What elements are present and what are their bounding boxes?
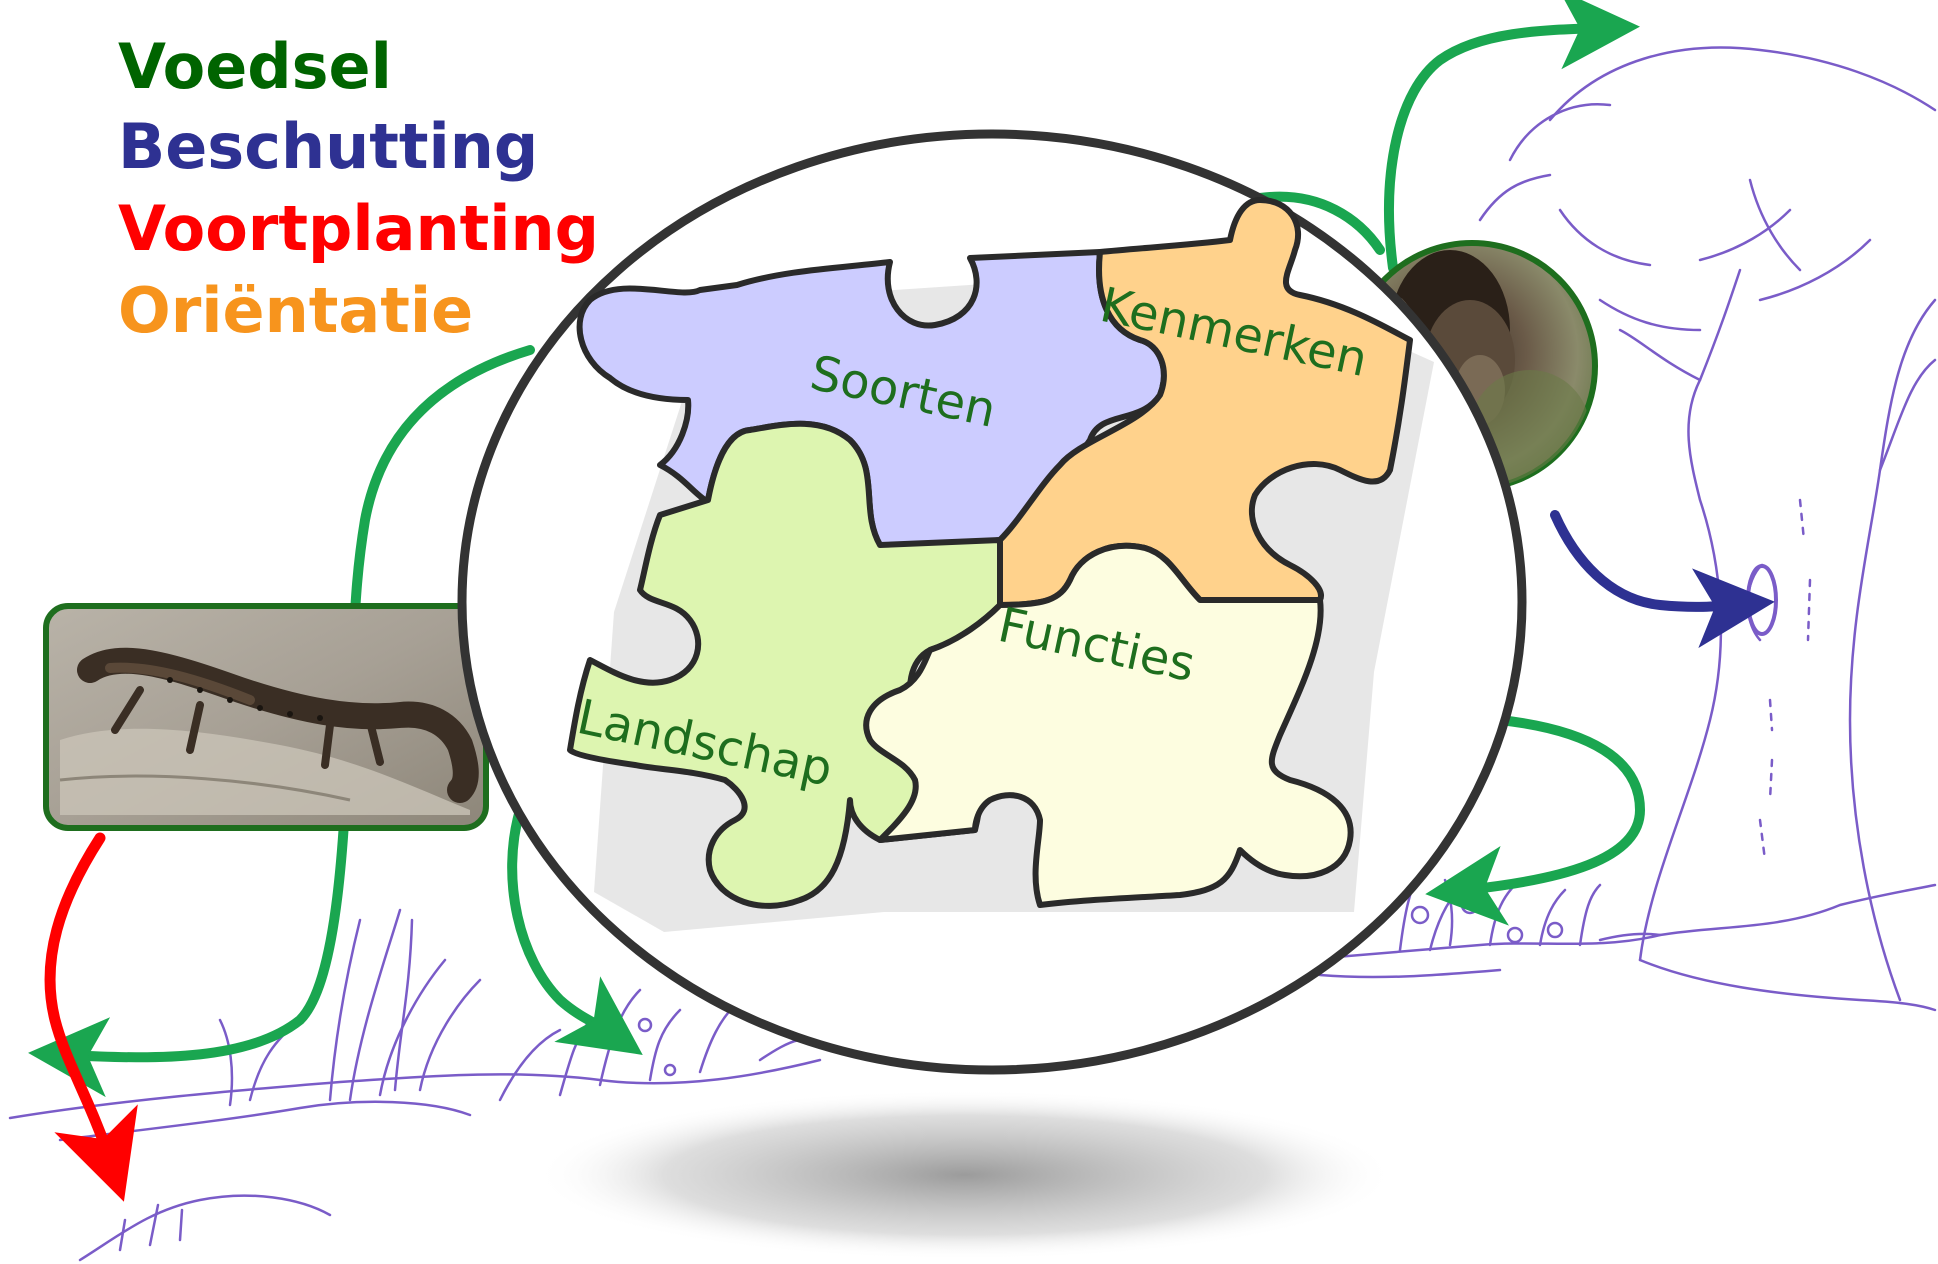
legend-shelter: Beschutting: [118, 116, 538, 178]
legend-orientation: Oriëntatie: [118, 280, 473, 342]
legend-reproduction: Voortplanting: [118, 198, 599, 260]
legend-food: Voedsel: [118, 36, 392, 98]
tree-sketch-icon: [1480, 48, 1935, 1010]
food-arrow-top-right: [1389, 28, 1600, 268]
newt-photo-icon: [46, 606, 486, 828]
puzzle: Soorten Kenmerken Landschap Functies: [570, 200, 1434, 932]
circle-shadow: [535, 1090, 1395, 1260]
